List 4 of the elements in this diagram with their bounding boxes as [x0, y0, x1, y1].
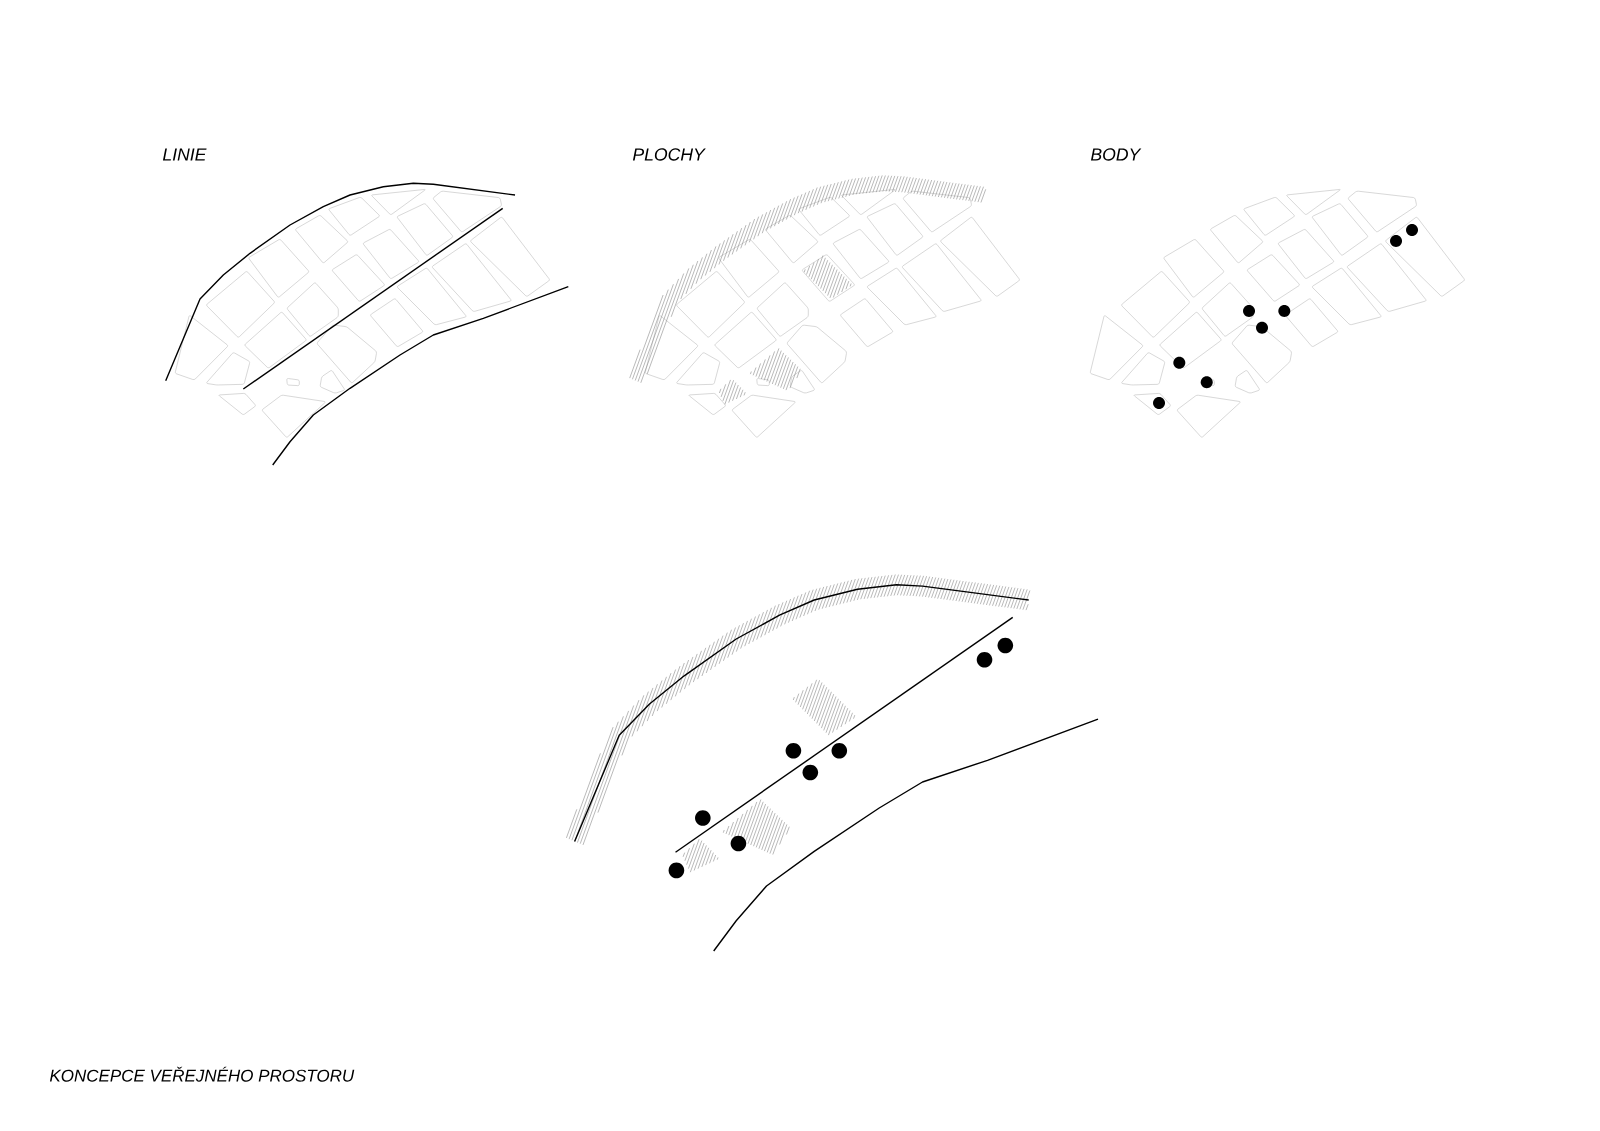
panel-heading: BODY: [1090, 148, 1142, 161]
panel-heading: LINIE: [162, 148, 207, 161]
caption: KONCEPCE VEŘEJNÉHO PROSTORU: [49, 1066, 355, 1082]
panel-heading: PLOCHY: [632, 148, 706, 161]
